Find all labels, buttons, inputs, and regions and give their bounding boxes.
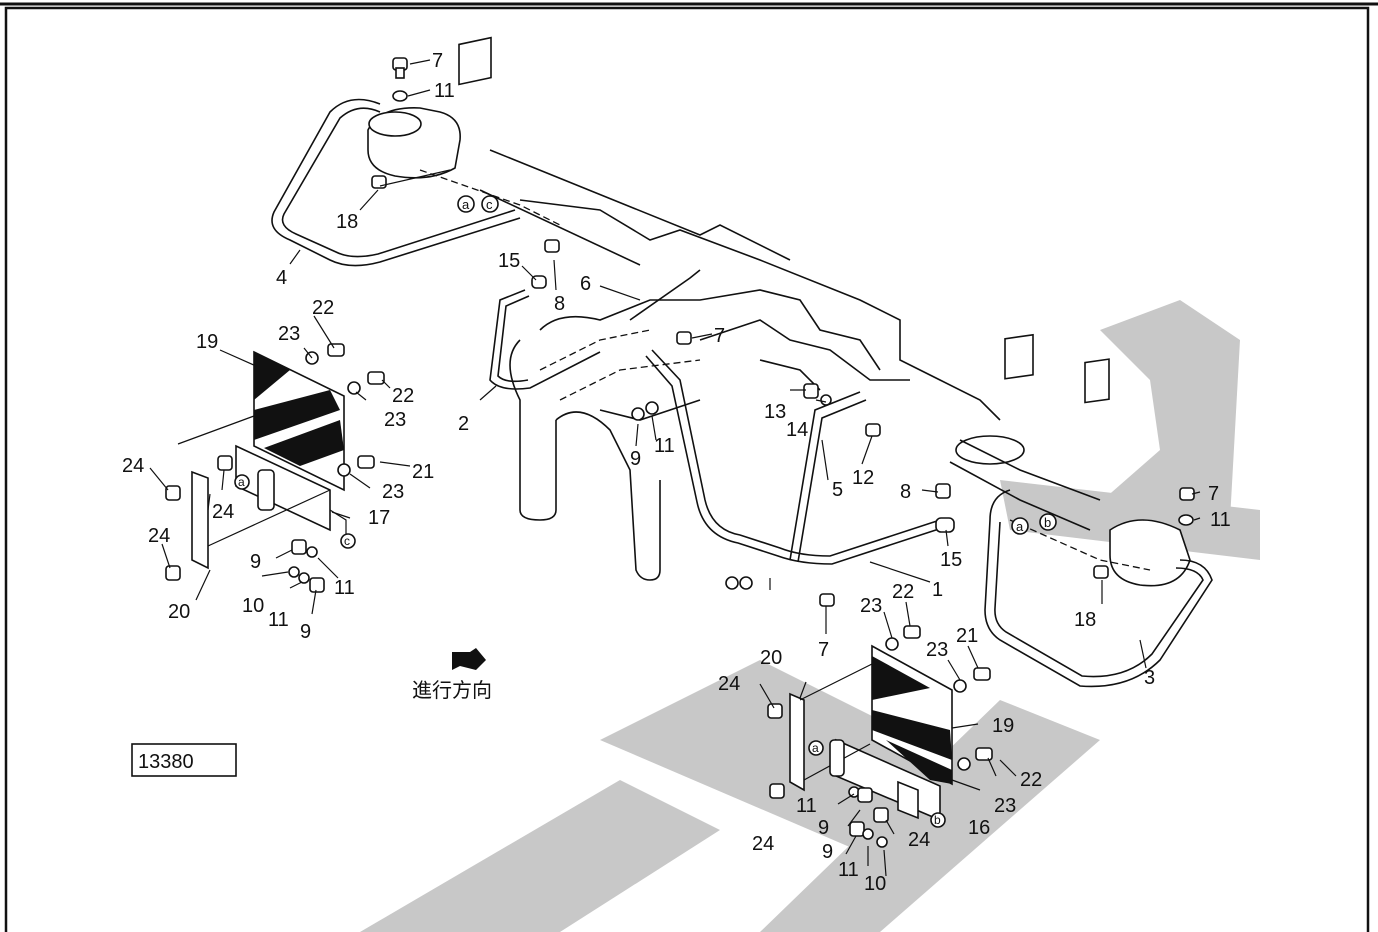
leader-lines (149, 59, 1201, 877)
right-reflector-plate (789, 644, 953, 822)
callout-c13: 14 (786, 419, 808, 441)
mark-m3: a (238, 475, 245, 489)
callout-c7: 6 (580, 273, 591, 295)
callout-c6: 8 (554, 293, 565, 315)
pipe-5 (789, 391, 861, 561)
callout-l1: 22 (312, 297, 334, 319)
callout-r10: 11 (796, 795, 817, 817)
left-axle-housing (367, 36, 791, 266)
callout-l17: 20 (168, 601, 190, 623)
left-reflector-plate (177, 350, 347, 570)
callout-l13: 11 (334, 577, 355, 599)
callout-l10: 17 (368, 507, 390, 529)
mark-m5: a (1016, 519, 1024, 534)
callout-r14: 9 (822, 841, 833, 863)
diagram-number-box (131, 743, 237, 777)
mark-m8: b (934, 813, 941, 827)
callout-l7: 24 (212, 501, 234, 523)
right-axle-housing (949, 333, 1191, 587)
callout-c2: 11 (434, 80, 455, 102)
mark-m2: c (486, 197, 493, 212)
callout-l14: 10 (242, 595, 264, 617)
callout-l6: 24 (122, 455, 144, 477)
pipe-1 (651, 349, 941, 557)
reference-marks: a c a c a b a b (234, 195, 1057, 828)
pipe-4-inner (281, 107, 516, 258)
callout-l15: 11 (268, 609, 289, 631)
callout-c19: 7 (818, 639, 829, 661)
pipe-2 (489, 289, 601, 390)
callout-r11: 9 (818, 817, 829, 839)
direction-arrow-icon (452, 648, 486, 670)
callout-c1: 7 (432, 50, 443, 72)
callout-r9: 23 (994, 795, 1016, 817)
callout-r3: 20 (760, 647, 782, 669)
diagram-number: 13380 (138, 751, 194, 773)
page-border (4, 6, 1370, 932)
callout-l12: 9 (250, 551, 261, 573)
callout-l11: 24 (148, 525, 170, 547)
callout-l5: 23 (384, 409, 406, 431)
callout-l8: 21 (412, 461, 434, 483)
callout-l16: 9 (300, 621, 311, 643)
callout-r4: 23 (926, 639, 948, 661)
pipe-6 (629, 269, 701, 321)
callout-l2: 23 (278, 323, 300, 345)
callout-labels: 7 11 18 4 15 8 6 7 2 9 11 13 14 12 5 8 1… (122, 50, 1231, 895)
callout-c5: 15 (498, 250, 520, 272)
callout-r7: 19 (992, 715, 1014, 737)
mark-m7: a (812, 741, 819, 755)
callout-l9: 23 (382, 481, 404, 503)
callout-c10: 9 (630, 448, 641, 470)
callout-c11: 11 (654, 435, 675, 457)
callout-r13: 24 (908, 829, 930, 851)
callout-r5: 21 (956, 625, 978, 647)
callout-c4: 4 (276, 267, 287, 289)
callout-c9: 2 (458, 413, 469, 435)
callout-c16: 8 (900, 481, 911, 503)
pipe-1-inner (645, 355, 943, 565)
callout-r1: 23 (860, 595, 882, 617)
pipe-5-inner (797, 399, 867, 563)
callout-r16: 10 (864, 873, 886, 895)
callout-c15: 5 (832, 479, 843, 501)
callout-c22: 18 (1074, 609, 1096, 631)
callout-c18: 1 (932, 579, 943, 601)
callout-r17: 24 (752, 833, 774, 855)
callout-c14: 12 (852, 467, 874, 489)
main-frame (509, 199, 1001, 581)
callout-r6: 24 (718, 673, 740, 695)
callout-c12: 13 (764, 401, 786, 423)
mark-m6: b (1044, 515, 1051, 530)
callout-c8: 7 (714, 325, 725, 347)
callout-l4: 22 (392, 385, 414, 407)
callout-c23: 3 (1144, 667, 1155, 689)
callout-l3: 19 (196, 331, 218, 353)
callout-c21: 11 (1210, 509, 1231, 531)
mark-m1: a (462, 197, 470, 212)
pipe-4 (271, 98, 521, 267)
callout-r12: 16 (968, 817, 990, 839)
pipe-3-inner (994, 521, 1204, 678)
callout-c17: 15 (940, 549, 962, 571)
callout-r15: 11 (838, 859, 859, 881)
mark-m4: c (344, 534, 350, 548)
plate-fasteners (165, 343, 993, 848)
pipe-2-inner (497, 295, 530, 383)
callout-r8: 22 (1020, 769, 1042, 791)
pipe-3 (984, 489, 1213, 688)
callout-c3: 18 (336, 211, 358, 233)
callout-r2: 22 (892, 581, 914, 603)
hardware-bolts-nuts (371, 57, 1195, 607)
direction-label: 進行方向 (412, 679, 492, 702)
callout-c20: 7 (1208, 483, 1219, 505)
